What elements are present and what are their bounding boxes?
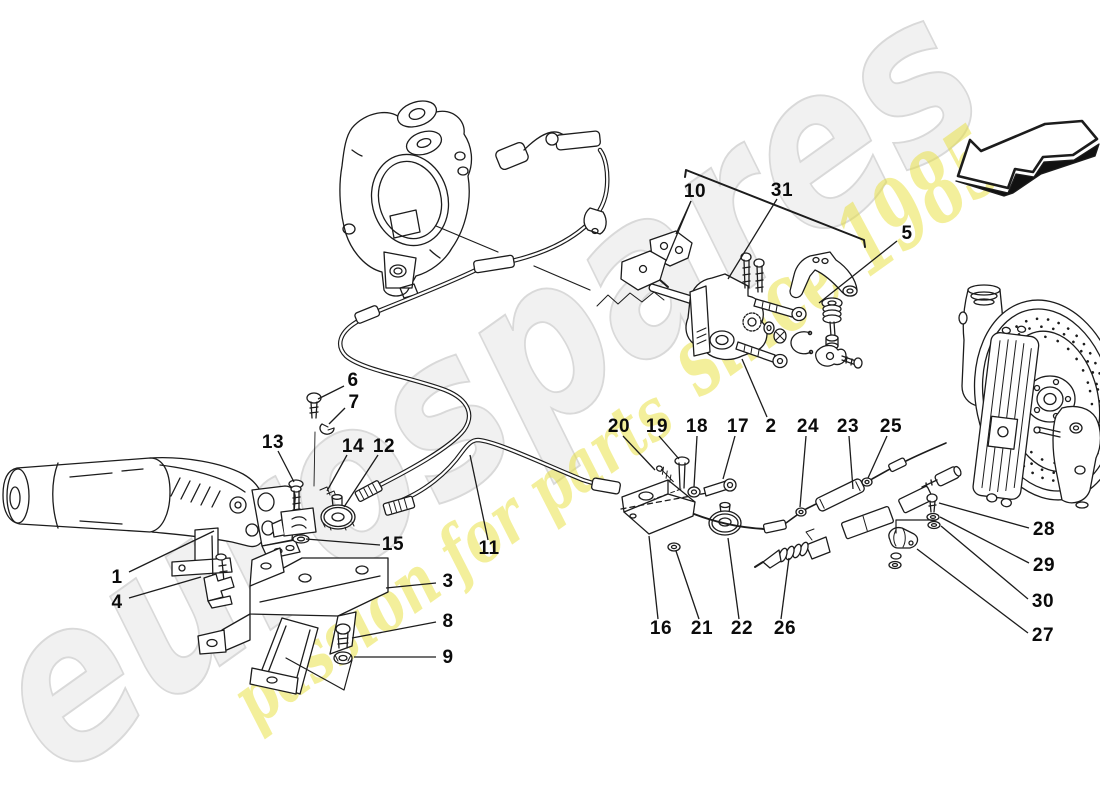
leader-line-5 xyxy=(818,240,898,304)
leader-line-12 xyxy=(343,454,379,508)
leader-line-10 xyxy=(665,200,692,262)
leader-line-30 xyxy=(940,525,1029,600)
adjuster-26-drawing xyxy=(754,528,831,569)
leader-line-2 xyxy=(741,358,768,418)
leader-line-24 xyxy=(799,435,807,508)
leader-line-26 xyxy=(780,557,790,620)
leader-line-25 xyxy=(867,435,888,479)
leader-line-8 xyxy=(351,621,437,639)
rear-cable-front-section-drawing xyxy=(392,437,622,506)
leader-line-3 xyxy=(385,582,437,589)
brake-disc-drawing xyxy=(958,284,1100,509)
leader-line-22 xyxy=(727,537,740,620)
leader-line-11 xyxy=(469,454,489,541)
leader-line-4 xyxy=(128,576,202,599)
knuckle-drawing xyxy=(339,100,473,299)
indicator-lines xyxy=(285,169,937,691)
group-31-bracket-line xyxy=(684,169,866,248)
caliper-exploded-drawing xyxy=(596,230,863,369)
handbrake-lever-drawing xyxy=(2,457,301,609)
leader-line-28 xyxy=(938,502,1030,529)
leader-line-20 xyxy=(622,435,656,471)
leader-line-18 xyxy=(693,435,698,488)
leader-line-19 xyxy=(658,435,680,460)
bracket-mount-v-line xyxy=(285,657,353,691)
watermark: eurospares passion for parts since 1985 xyxy=(0,0,1027,800)
callout-leader-lines xyxy=(128,198,1030,658)
knuckle-cable-indicator-line xyxy=(435,225,499,253)
cable-pin-indicator-line xyxy=(533,265,591,291)
clamp-elbow-line xyxy=(895,519,937,534)
leader-line-6 xyxy=(317,385,345,400)
leader-line-13 xyxy=(277,450,295,483)
front-cable-drawing xyxy=(338,130,610,492)
leader-line-27 xyxy=(916,548,1029,634)
leader-line-31 xyxy=(727,198,778,280)
leader-line-15 xyxy=(305,538,381,546)
leader-line-21 xyxy=(675,550,700,620)
leader-line-23 xyxy=(848,435,854,490)
rear-cable-adjusters-drawing xyxy=(693,442,962,570)
leader-line-7 xyxy=(328,407,346,425)
leader-line-17 xyxy=(722,435,736,480)
watermark-brand: eurospares xyxy=(0,0,1027,800)
leader-line-1 xyxy=(128,530,215,573)
leader-line-29 xyxy=(939,516,1030,564)
leader-line-16 xyxy=(648,535,659,620)
leader-line-14 xyxy=(326,454,348,492)
support-bracket-drawing xyxy=(197,547,389,695)
direction-arrow-icon xyxy=(955,119,1100,197)
